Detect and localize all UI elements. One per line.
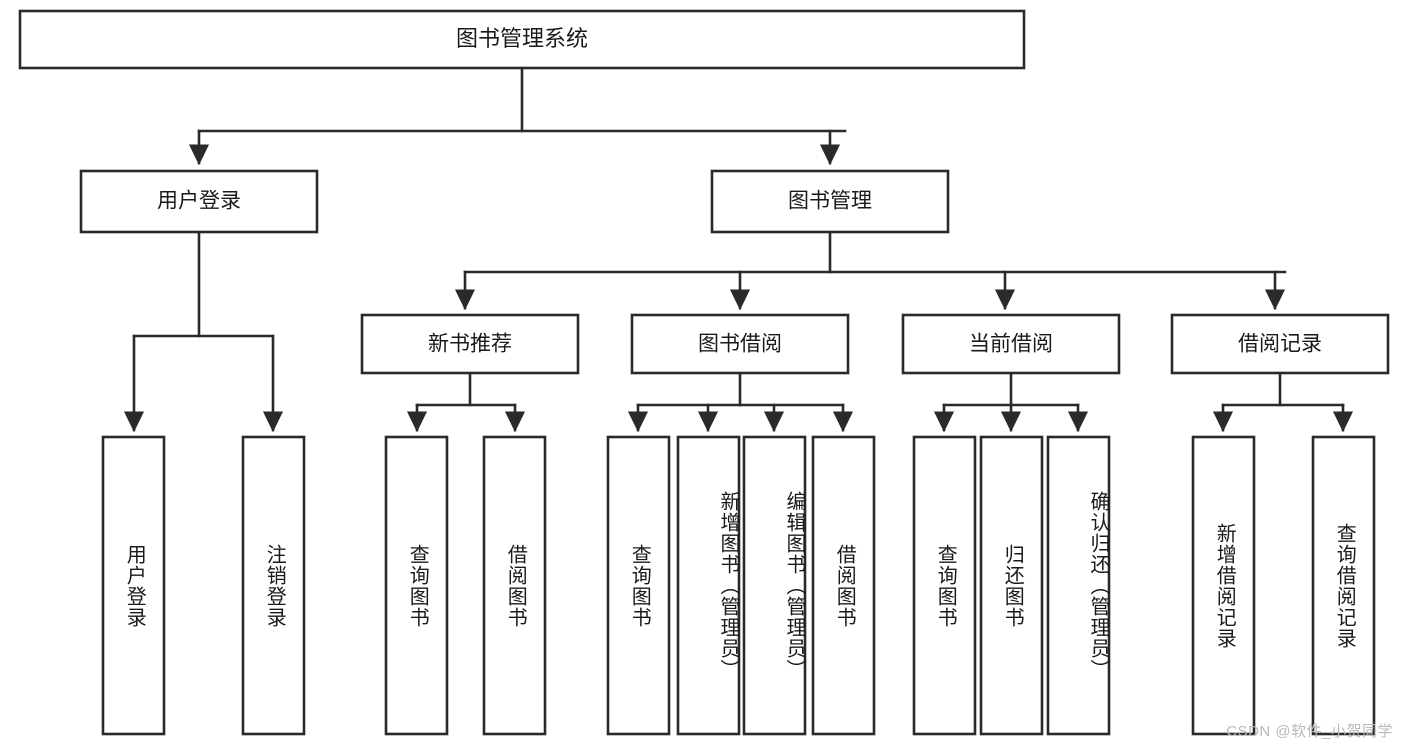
node-leaf-query-record-rect[interactable] <box>1311 435 1376 736</box>
leaf-box-group <box>101 435 1376 736</box>
node-root-label: 图书管理系统 <box>456 26 588 51</box>
node-current-borrow-label: 当前借阅 <box>969 333 1053 356</box>
node-leaf-edit-book-rect[interactable] <box>742 435 807 736</box>
node-user-login-label: 用户登录 <box>157 190 241 213</box>
node-root[interactable]: 图书管理系统 <box>18 9 1026 70</box>
connector-group-book-manage <box>454 230 1287 311</box>
connector-group-new-book-recommend <box>406 371 526 433</box>
node-new-book-recommend-label: 新书推荐 <box>428 333 512 356</box>
node-book-borrow-label: 图书借阅 <box>698 333 782 356</box>
node-leaf-borrow-book-rec-rect[interactable] <box>482 435 547 736</box>
node-root-rect[interactable] <box>18 9 1026 70</box>
node-leaf-query-book-cur-rect[interactable] <box>912 435 977 736</box>
node-borrow-record[interactable]: 借阅记录 <box>1170 313 1390 375</box>
node-new-book-recommend-rect[interactable] <box>360 313 580 375</box>
node-current-borrow-rect[interactable] <box>901 313 1121 375</box>
node-leaf-return-book-rect[interactable] <box>979 435 1044 736</box>
connector-group-root <box>188 66 847 166</box>
node-leaf-query-book-borrow-rect[interactable] <box>606 435 671 736</box>
node-book-manage-label: 图书管理 <box>788 190 872 213</box>
node-leaf-confirm-return-rect[interactable] <box>1046 435 1111 736</box>
node-leaf-borrow-book-rect[interactable] <box>811 435 876 736</box>
csdn-watermark: CSDN @软件_小贺同学 <box>1226 723 1393 740</box>
node-book-borrow-rect[interactable] <box>630 313 850 375</box>
connector-group-user-login <box>123 230 284 433</box>
node-book-manage[interactable]: 图书管理 <box>710 169 950 234</box>
node-user-login-rect[interactable] <box>79 169 319 234</box>
node-leaf-add-book-rect[interactable] <box>676 435 741 736</box>
node-leaf-user-login-rect[interactable] <box>101 435 166 736</box>
connector-group-borrow-record <box>1212 371 1354 433</box>
node-borrow-record-label: 借阅记录 <box>1238 333 1322 356</box>
node-current-borrow[interactable]: 当前借阅 <box>901 313 1121 375</box>
node-leaf-add-record-rect[interactable] <box>1191 435 1256 736</box>
connector-group-book-borrow <box>627 371 854 433</box>
node-leaf-query-book-rec-rect[interactable] <box>384 435 449 736</box>
node-new-book-recommend[interactable]: 新书推荐 <box>360 313 580 375</box>
node-leaf-logout-rect[interactable] <box>241 435 306 736</box>
node-book-manage-rect[interactable] <box>710 169 950 234</box>
node-user-login[interactable]: 用户登录 <box>79 169 319 234</box>
node-borrow-record-rect[interactable] <box>1170 313 1390 375</box>
connector-group-current-borrow <box>933 371 1089 433</box>
node-book-borrow[interactable]: 图书借阅 <box>630 313 850 375</box>
